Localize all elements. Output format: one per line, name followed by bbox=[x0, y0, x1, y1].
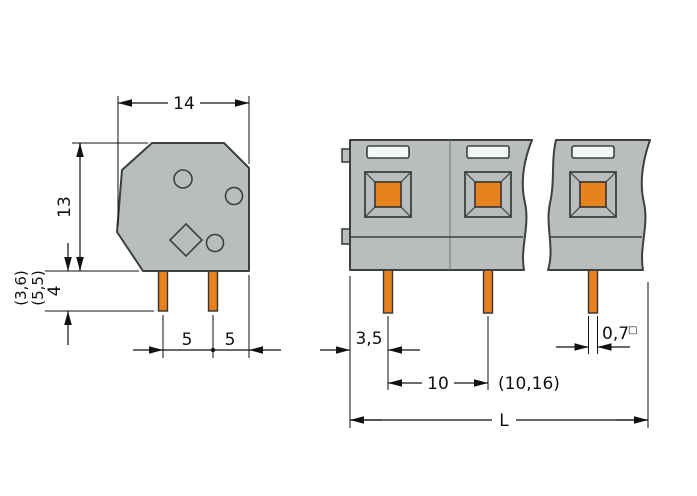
dim-overall-height: 13 bbox=[45, 142, 148, 272]
pole bbox=[569, 145, 617, 218]
bevel-line bbox=[464, 206, 476, 218]
bevel-line bbox=[500, 171, 512, 183]
square-symbol: □ bbox=[628, 325, 637, 336]
dim-label-13: 13 bbox=[55, 196, 75, 218]
solder-pin bbox=[382, 269, 394, 314]
wire-entry-slot bbox=[366, 145, 410, 159]
bevel-line bbox=[400, 171, 412, 183]
dim-pin-cross-section: 0,7 □ bbox=[556, 316, 637, 354]
dim-label-3-5: 3,5 bbox=[355, 329, 382, 349]
bevel-line bbox=[364, 206, 376, 218]
pole bbox=[364, 145, 412, 218]
housing-hole bbox=[173, 169, 193, 189]
bevel-line bbox=[364, 171, 376, 183]
dim-label-3-6-alt: (3,6) bbox=[12, 270, 30, 306]
side-view: 14 13 4 (5,5) (3,6) bbox=[12, 94, 281, 358]
solder-pin bbox=[482, 269, 494, 314]
busbar-diamond bbox=[168, 222, 204, 258]
mounting-lug bbox=[341, 148, 351, 163]
dim-pole-pitch: 10 (10,16) bbox=[388, 316, 560, 394]
dim-label-4: 4 bbox=[45, 286, 65, 297]
dim-label-14: 14 bbox=[173, 94, 195, 114]
front-view: 3,5 10 (10,16) 0,7 □ L bbox=[320, 139, 651, 431]
wire-entry-slot bbox=[571, 145, 615, 159]
bevel-line bbox=[464, 171, 476, 183]
clamp-button bbox=[374, 181, 402, 208]
bevel-line bbox=[400, 206, 412, 218]
dim-label-10: 10 bbox=[427, 374, 449, 394]
dim-label-5-right: 5 bbox=[225, 330, 236, 350]
mounting-lug bbox=[341, 228, 351, 245]
solder-pin bbox=[157, 270, 169, 312]
housing-hole bbox=[224, 186, 244, 206]
bevel-line bbox=[605, 171, 617, 183]
bevel-line bbox=[500, 206, 512, 218]
dim-label-0-7: 0,7 bbox=[602, 324, 629, 344]
bevel-line bbox=[569, 206, 581, 218]
housing-hole bbox=[205, 233, 225, 253]
dimension-point bbox=[210, 347, 216, 353]
clamp-button bbox=[474, 181, 502, 208]
dim-overall-length: L bbox=[350, 282, 649, 431]
solder-pin bbox=[207, 270, 219, 312]
dim-label-5-5-alt: (5,5) bbox=[29, 270, 47, 306]
pole bbox=[464, 145, 512, 218]
side-housing bbox=[116, 142, 250, 272]
bevel-line bbox=[605, 206, 617, 218]
dim-pin-spacing: 5 5 bbox=[133, 275, 281, 358]
dim-overall-width: 14 bbox=[117, 94, 250, 226]
dim-pin-length: 4 (5,5) (3,6) bbox=[12, 243, 154, 345]
bevel-line bbox=[569, 171, 581, 183]
dim-label-10-16: (10,16) bbox=[498, 374, 560, 394]
dim-label-5-left: 5 bbox=[182, 330, 193, 350]
solder-pin bbox=[587, 269, 599, 314]
wire-entry-slot bbox=[466, 145, 510, 159]
dim-edge-to-first-pin: 3,5 bbox=[320, 276, 420, 428]
dim-label-L: L bbox=[499, 411, 509, 431]
clamp-button bbox=[579, 181, 607, 208]
